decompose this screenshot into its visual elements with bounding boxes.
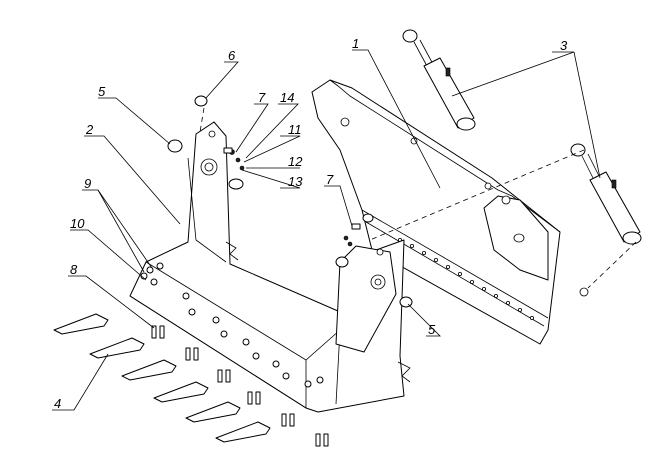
callout-3: 3 xyxy=(560,38,568,53)
callout-13: 13 xyxy=(288,174,303,189)
bucket-fastener-group xyxy=(140,262,324,388)
hydraulic-cylinder-upper xyxy=(402,29,476,131)
mount-frame xyxy=(311,79,589,345)
callout-9: 9 xyxy=(84,176,91,191)
callout-5-left: 5 xyxy=(98,84,106,99)
callout-4: 4 xyxy=(54,396,61,411)
callout-5-right: 5 xyxy=(428,322,436,337)
callout-1: 1 xyxy=(352,36,359,51)
frame-hole-row xyxy=(397,237,535,320)
callout-7-left: 7 xyxy=(258,90,266,105)
leader-lines xyxy=(52,49,601,411)
callout-12: 12 xyxy=(288,154,303,169)
callout-10: 10 xyxy=(70,216,85,231)
alignment-line-3 xyxy=(199,107,205,133)
bucket-teeth xyxy=(53,313,271,443)
bucket xyxy=(129,121,411,413)
callout-2: 2 xyxy=(85,122,94,137)
callout-7-right: 7 xyxy=(326,172,334,187)
callout-6: 6 xyxy=(228,48,236,63)
alignment-line-2 xyxy=(587,241,637,289)
callout-labels: 1 2 3 4 5 5 6 7 7 8 9 10 11 12 13 14 xyxy=(54,36,568,411)
pin-and-bushing-parts xyxy=(167,95,413,308)
callout-11: 11 xyxy=(288,122,302,137)
loose-bolts xyxy=(151,325,329,447)
callout-8: 8 xyxy=(70,262,78,277)
hydraulic-cylinder-lower xyxy=(570,143,642,245)
alignment-line-1 xyxy=(369,149,585,241)
callout-14: 14 xyxy=(280,90,294,105)
